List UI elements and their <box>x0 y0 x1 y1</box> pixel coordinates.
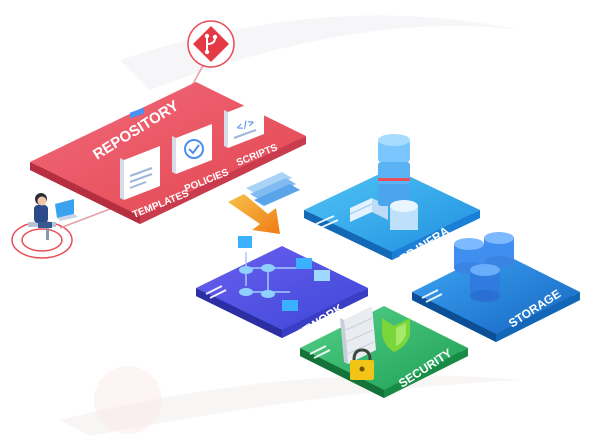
database-icon <box>454 232 514 302</box>
security-tile <box>300 306 468 398</box>
network-tile <box>196 236 368 338</box>
background-swoosh <box>120 15 520 91</box>
storage-tile <box>412 232 580 342</box>
code-icon: </> <box>235 117 256 134</box>
deploy-arrow <box>228 194 280 234</box>
user-at-laptop-icon <box>28 193 78 240</box>
document-icon <box>130 107 144 119</box>
network-diagram-icon <box>238 236 330 311</box>
config-stack <box>246 172 300 206</box>
user-connector-line <box>59 205 119 229</box>
background-glow <box>94 366 162 434</box>
policies-card <box>172 124 212 174</box>
server-stack-icon <box>349 134 418 230</box>
templates-card <box>120 107 160 200</box>
shield-lock-icon <box>340 306 410 380</box>
app-infra-tile <box>304 134 480 260</box>
scripts-card: </> <box>224 98 264 148</box>
git-badge <box>187 20 235 68</box>
checkmark-icon <box>184 139 204 159</box>
git-branch-icon <box>204 33 218 55</box>
